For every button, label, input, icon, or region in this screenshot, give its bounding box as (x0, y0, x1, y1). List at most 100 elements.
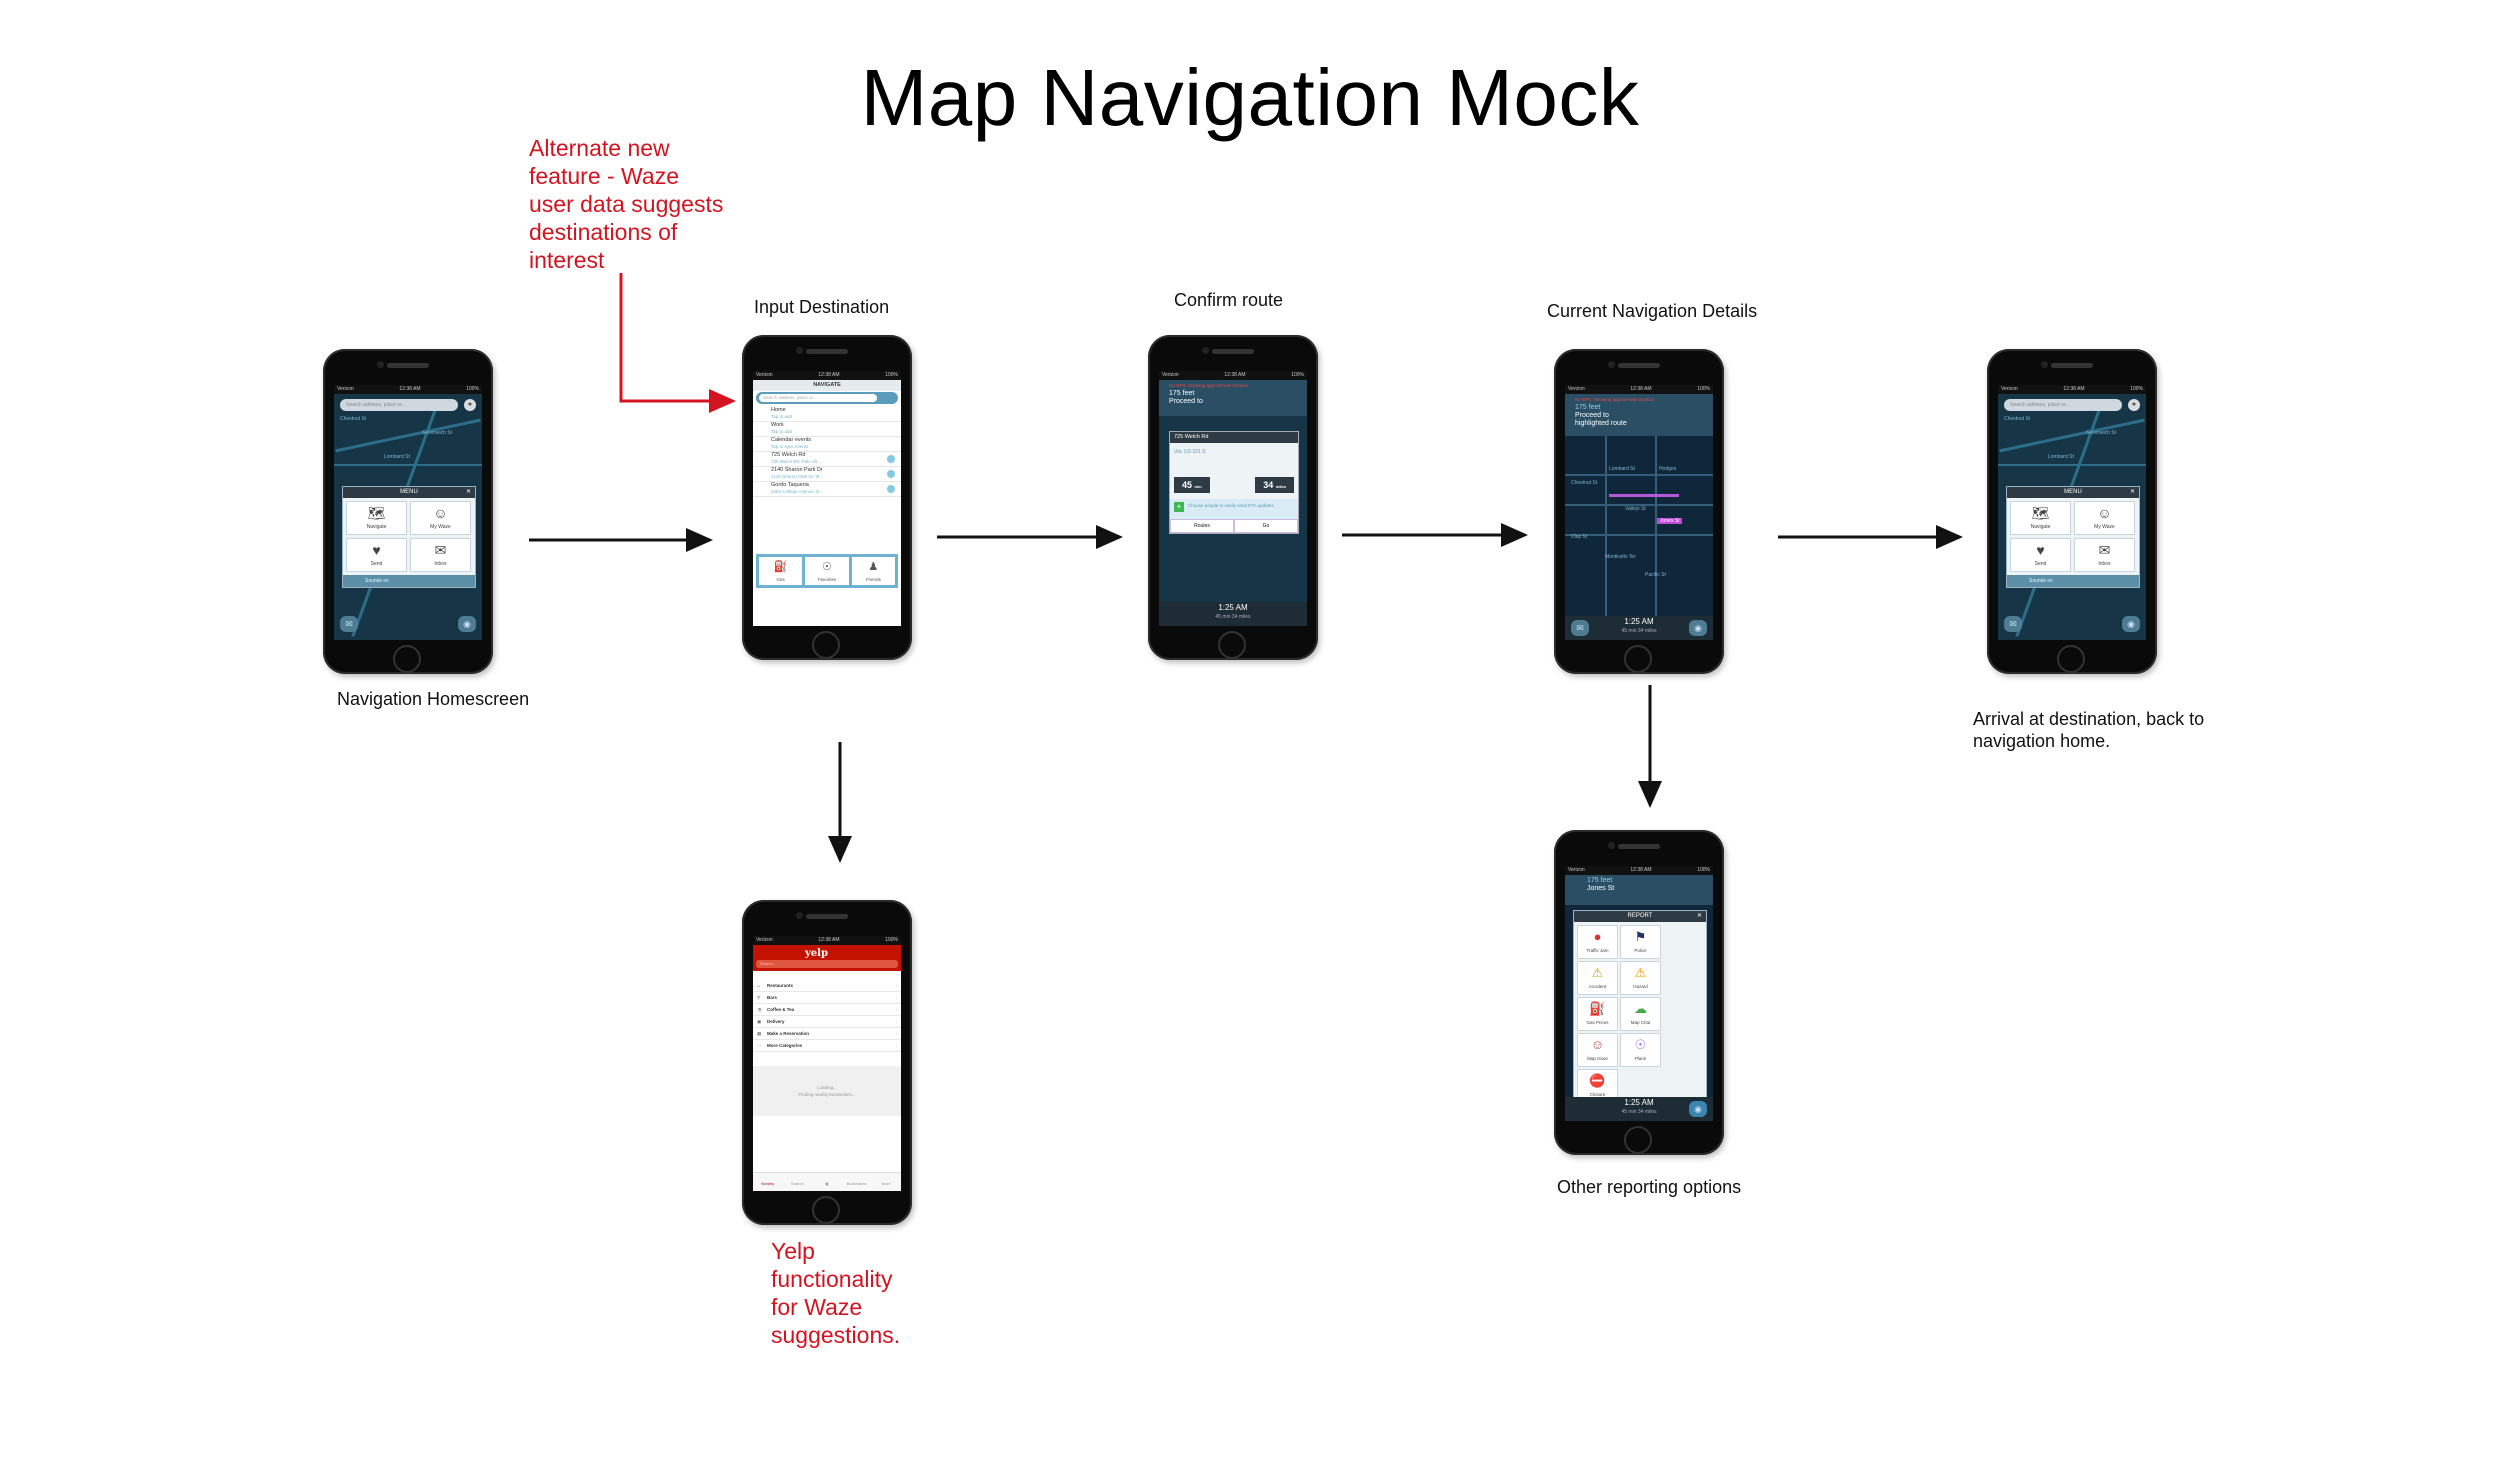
category-delivery[interactable]: ▣Delivery› (753, 1016, 901, 1028)
tab-nearby[interactable]: Nearby (761, 1181, 775, 1186)
share-eta-button[interactable]: +Choose people to easily send ETA update… (1170, 499, 1298, 519)
menu-send-button[interactable]: ♥Send (346, 538, 407, 572)
tab-gas[interactable]: ⛽Gas (759, 557, 803, 585)
report-menu: REPORT✕ ●Traffic Jam ⚑Police ⚠Accident ⚠… (1573, 910, 1707, 1117)
close-icon[interactable]: ✕ (2129, 489, 2135, 495)
tab-more[interactable]: More (881, 1181, 891, 1186)
map-view[interactable]: Chestnut St Greenwich St Lombard St Sear… (1998, 394, 2146, 640)
hazard-icon: ⚠ (1634, 965, 1647, 980)
closure-icon: ⛔ (1589, 1073, 1606, 1088)
navigate-tabs: ⛽Gas ☉Favorites ♟Friends (756, 554, 898, 588)
location-button[interactable]: ◉ (1689, 620, 1707, 636)
map-view[interactable]: Chestnut St Greenwich St Lombard St Sear… (334, 394, 482, 640)
heart-pin-icon: ♥ (2036, 542, 2045, 558)
menu-inbox-button[interactable]: ✉Inbox (2074, 538, 2135, 572)
info-icon[interactable] (887, 485, 895, 493)
info-icon[interactable] (887, 455, 895, 463)
location-button[interactable]: ◉ (1689, 1101, 1707, 1117)
report-hazard-button[interactable]: ⚠Hazard (1620, 961, 1661, 995)
report-button[interactable]: ✉ (340, 616, 358, 632)
report-map-issue-button[interactable]: ☺Map Issue (1577, 1033, 1618, 1067)
label-input-destination: Input Destination (754, 297, 890, 317)
menu-item-label: Navigate (2030, 524, 2051, 530)
yelp-tab-bar: Nearby Search ▣ Bookmarks More (753, 1172, 901, 1191)
home-button[interactable] (812, 1196, 840, 1224)
microphone-icon[interactable]: ● (2128, 399, 2140, 411)
destination-search-input[interactable]: Search address, place or... (759, 394, 877, 402)
speaker (1618, 363, 1660, 368)
report-button[interactable]: ✉ (2004, 616, 2022, 632)
battery-text: 100% (2130, 386, 2143, 392)
navigate-title: NAVIGATE (813, 382, 841, 388)
info-icon[interactable] (887, 470, 895, 478)
search-input[interactable]: Search address, place or... (2004, 399, 2122, 411)
category-bars[interactable]: ⚲Bars› (753, 992, 901, 1004)
item-sub: 2140 Sharon Park Dr, M... (771, 474, 824, 479)
category-label: More Categories (767, 1043, 803, 1048)
go-button[interactable]: Go (1234, 519, 1298, 533)
tab-search[interactable]: Search (791, 1181, 804, 1186)
report-map-chat-button[interactable]: ☁Map Chat (1620, 997, 1661, 1031)
close-icon[interactable]: ✕ (1696, 913, 1702, 919)
category-coffee[interactable]: ☕Coffee & Tea› (753, 1004, 901, 1016)
home-button[interactable] (1218, 631, 1246, 659)
home-button[interactable] (1624, 1126, 1652, 1154)
camera (796, 347, 803, 354)
home-button[interactable] (1624, 645, 1652, 673)
home-button[interactable] (2057, 645, 2085, 673)
sounds-toggle[interactable]: Sounds on (343, 575, 475, 587)
home-button[interactable] (812, 631, 840, 659)
carrier-text: Verizon (1568, 386, 1585, 392)
sounds-toggle[interactable]: Sounds on (2007, 575, 2139, 587)
street-label: Chestnut St (1571, 480, 1598, 486)
report-police-button[interactable]: ⚑Police (1620, 925, 1661, 959)
speaker (806, 914, 848, 919)
report-accident-button[interactable]: ⚠Accident (1577, 961, 1618, 995)
tab-friends[interactable]: ♟Friends (851, 557, 895, 585)
tab-camera[interactable]: ▣ (825, 1181, 829, 1186)
search-input[interactable]: Search address, place or... (340, 399, 458, 411)
speaker (2051, 363, 2093, 368)
menu-send-button[interactable]: ♥Send (2010, 538, 2071, 572)
street-label: Chestnut St (2004, 416, 2031, 422)
category-reservation[interactable]: ▦Make a Reservation› (753, 1028, 901, 1040)
category-label: Restaurants (767, 983, 794, 988)
instruction-banner: No GPS. Showing approximate location 175… (1565, 394, 1713, 436)
trip-stats: 45 min 34 miles (1621, 628, 1657, 634)
report-traffic-jam-button[interactable]: ●Traffic Jam (1577, 925, 1618, 959)
location-button[interactable]: ◉ (2122, 616, 2140, 632)
location-button[interactable]: ◉ (458, 616, 476, 632)
category-more[interactable]: ⋯More Categories› (753, 1040, 901, 1052)
menu-my-waze-button[interactable]: ☺My Waze (2074, 501, 2135, 535)
menu-inbox-button[interactable]: ✉Inbox (410, 538, 471, 572)
menu-navigate-button[interactable]: 🗺Navigate (2010, 501, 2071, 535)
clock-text: 12:38 AM (818, 372, 840, 378)
report-place-button[interactable]: ☉Place (1620, 1033, 1661, 1067)
item-title: 725 Welch Rd (771, 452, 806, 458)
menu-navigate-button[interactable]: 🗺Navigate (346, 501, 407, 535)
yelp-search-input[interactable]: Search... (756, 960, 898, 968)
eta-min-value: 45 (1182, 480, 1193, 490)
tab-bookmarks[interactable]: Bookmarks (846, 1181, 867, 1186)
category-restaurants[interactable]: ⛬Restaurants› (753, 980, 901, 992)
home-button[interactable] (393, 645, 421, 673)
menu-my-waze-button[interactable]: ☺My Waze (410, 501, 471, 535)
microphone-icon[interactable]: ● (464, 399, 476, 411)
close-icon[interactable]: ✕ (465, 489, 471, 495)
tab-label: Friends (865, 577, 881, 582)
routes-button[interactable]: Routes (1170, 519, 1234, 533)
tab-favorites[interactable]: ☉Favorites (805, 557, 849, 585)
report-gas-prices-button[interactable]: ⛽Gas Prices (1577, 997, 1618, 1031)
report-button[interactable]: ✉ (1571, 620, 1589, 636)
